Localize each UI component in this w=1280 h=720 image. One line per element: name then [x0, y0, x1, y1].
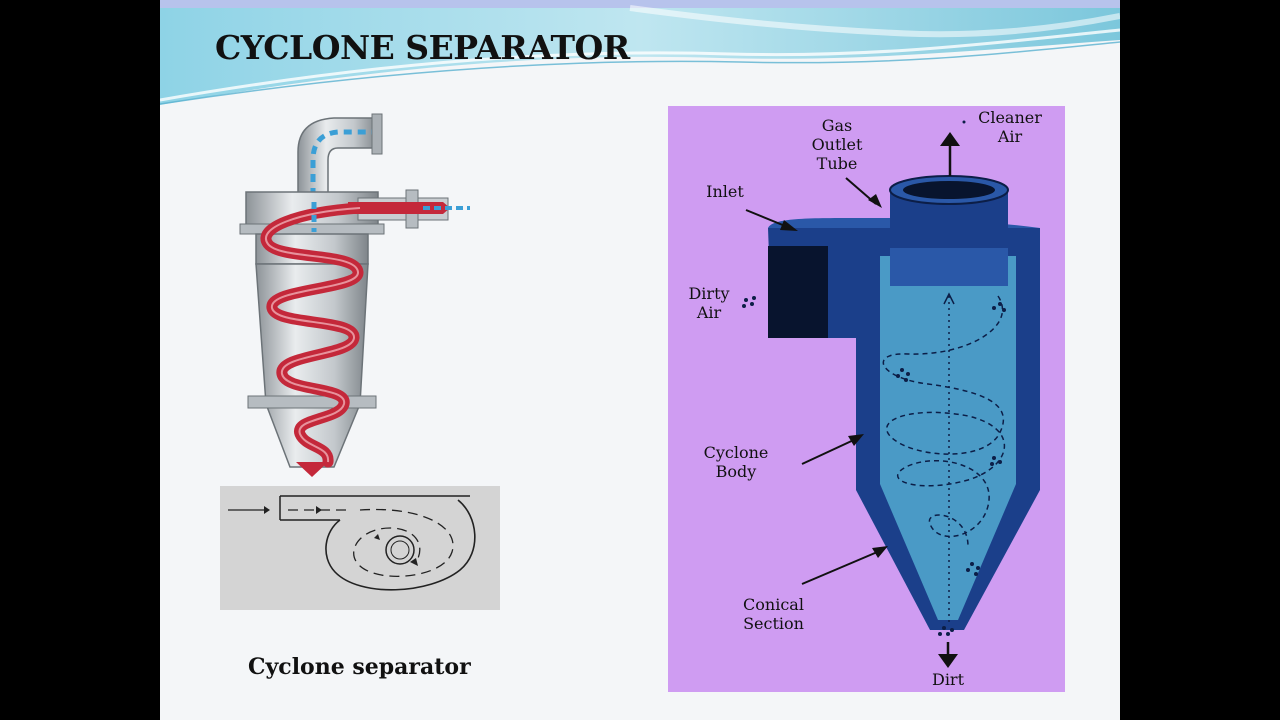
cyclone-labelled-diagram — [668, 106, 1065, 692]
label-gas-outlet-tube: Gas Outlet Tube — [792, 116, 882, 173]
figure-caption: Cyclone separator — [248, 654, 471, 680]
label-dirty-line2: Air — [696, 303, 722, 322]
label-dirty-line1: Dirty — [688, 284, 730, 303]
cyclone-top-view-sketch — [220, 486, 500, 610]
label-dirt: Dirt — [931, 670, 965, 689]
label-conical-line1: Conical — [743, 595, 804, 614]
label-body-line1: Cyclone — [703, 443, 769, 462]
label-cleaner-air: Cleaner Air — [960, 108, 1060, 146]
label-cyclone-body: Cyclone Body — [696, 443, 776, 481]
label-inlet: Inlet — [706, 182, 744, 201]
header-wave-banner — [160, 0, 1120, 105]
label-gas-outlet-line1: Gas — [821, 116, 853, 135]
cyclone-3d-illustration — [239, 113, 470, 477]
slide: CYCLONE SEPARATOR — [160, 0, 1120, 720]
slide-title: CYCLONE SEPARATOR — [215, 28, 630, 67]
label-cleaner-line1: Cleaner — [978, 108, 1042, 127]
label-conical-line2: Section — [743, 614, 804, 633]
label-cleaner-line2: Air — [997, 127, 1023, 146]
label-gas-outlet-line3: Tube — [816, 154, 858, 173]
label-body-line2: Body — [715, 462, 757, 481]
label-dirty-air: Dirty Air — [674, 284, 744, 322]
label-conical-section: Conical Section — [726, 595, 821, 633]
label-gas-outlet-line2: Outlet — [811, 135, 863, 154]
